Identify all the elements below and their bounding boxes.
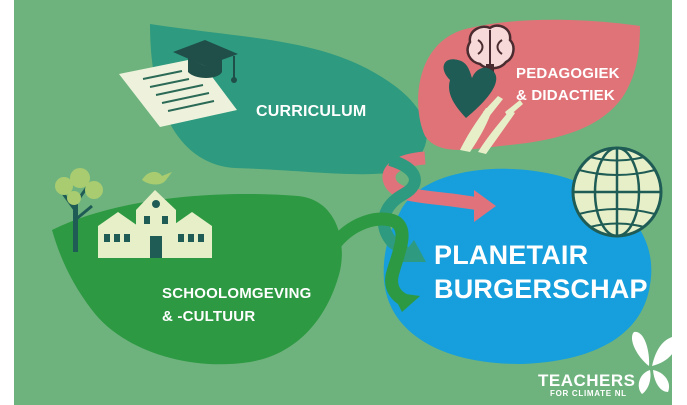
hands-icon (460, 96, 523, 154)
curriculum-label: CURRICULUM (256, 103, 366, 120)
heart-icon (443, 59, 497, 118)
tree-icon (55, 168, 103, 252)
brand-logo: TEACHERS FOR CLIMATE NL (538, 372, 648, 399)
ribbon-teal (378, 154, 421, 261)
butterfly-icon (631, 331, 677, 394)
ribbon-green (326, 212, 409, 306)
school-label-line1: SCHOOLOMGEVING (162, 285, 311, 302)
arrowhead-teal (398, 240, 426, 262)
school-building-icon (98, 190, 212, 258)
school-label-line2: & -CULTUUR (162, 308, 255, 325)
brain-icon (466, 24, 515, 74)
brand-sub-text: FOR CLIMATE NL (550, 389, 627, 398)
brand-main-text: TEACHERS (538, 371, 636, 390)
planetair-label-line1: PLANETAIR (434, 240, 588, 270)
arrowhead-pink (474, 190, 496, 222)
bird-icon (142, 171, 172, 185)
arrowhead-green (392, 292, 420, 312)
graduation-cap-icon (173, 40, 238, 83)
globe-icon (571, 146, 663, 238)
planetair-label-line2: BURGERSCHAP (434, 274, 648, 304)
pedagogiek-label-line2: & DIDACTIEK (516, 87, 615, 104)
pedagogiek-label-line1: PEDAGOGIEK (516, 65, 620, 82)
